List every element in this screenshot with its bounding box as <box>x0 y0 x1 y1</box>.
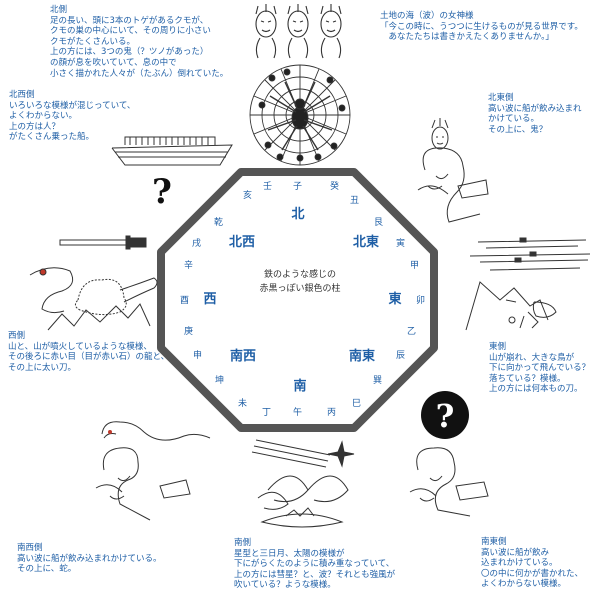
stem-hai: 亥 <box>243 189 252 201</box>
stem-bing: 丙 <box>327 407 336 418</box>
center-caption-line-2: 赤黒っぽい銀色の柱 <box>259 282 340 294</box>
stem-yi: 乙 <box>407 326 416 337</box>
note-north-heading: 北側 <box>50 5 68 15</box>
dir-west: 西 <box>203 292 216 307</box>
note-southwest: 南西側 高い波に船が飲み込まれかけている。 その上に、蛇。 <box>17 543 162 575</box>
note-southeast-line: 込まれかけている。 <box>481 558 558 569</box>
note-east-line: 落ちている？模様。 <box>489 373 566 384</box>
stem-wei: 未 <box>238 397 247 409</box>
wave-snake-sketch <box>95 421 211 521</box>
question-mark-northwest: ? <box>152 172 172 212</box>
stem-kun: 坤 <box>215 374 224 386</box>
stem-mao: 卯 <box>416 295 425 306</box>
stem-ding: 丁 <box>262 408 271 418</box>
note-northeast-line: 高い波に船が飲み込まれ <box>488 103 582 114</box>
note-northwest-line: いろいろな模様が混じっていて、 <box>9 100 136 111</box>
stem-wu: 午 <box>293 406 302 418</box>
dir-north: 北 <box>291 207 304 222</box>
note-northwest-line: がたくさん乗った船。 <box>9 132 95 143</box>
stem-xu: 戌 <box>192 237 201 249</box>
note-goddess-line: あなたたちは書きかえたくありませんか。」 <box>380 32 554 43</box>
wave-southeast-sketch <box>409 447 489 517</box>
note-west-heading: 西側 <box>8 331 26 341</box>
stem-shen: 申 <box>193 349 202 361</box>
dir-east: 東 <box>388 291 401 307</box>
stem-jia: 甲 <box>410 260 419 271</box>
stem-yin: 寅 <box>396 237 405 249</box>
note-goddess: 土地の海（波）の女神様 「今この時に、うつつに生けるものが見る世界です。 あなた… <box>380 11 583 43</box>
stem-zi: 子 <box>293 181 302 192</box>
stem-chen: 辰 <box>396 350 405 361</box>
dir-southeast: 南東 <box>349 348 375 364</box>
swords-bird-sketch <box>465 237 591 331</box>
stem-you: 酉 <box>180 295 189 306</box>
note-southeast-line: 高い波に船が飲み <box>481 547 550 558</box>
note-north-line: クモの巣の中心にいて、その周りに小さい <box>50 26 211 37</box>
note-south-line: 吹いている？ような模様。 <box>234 580 336 591</box>
note-north-line: クモがたくさんいる。 <box>50 36 136 47</box>
note-northwest-line: よくわからない。 <box>9 111 78 122</box>
dir-southwest: 南西 <box>230 348 256 364</box>
dir-south: 南 <box>293 378 306 394</box>
note-west-line: その上に太い刀。 <box>8 362 77 373</box>
stem-xin: 辛 <box>184 259 193 271</box>
note-south-line: 星型と三日月、太陽の模様が <box>234 548 345 559</box>
sword-sketch <box>59 235 147 250</box>
note-north-line: 上の方には、3つの鬼（？ツノがあった） <box>50 47 209 58</box>
note-southwest-line: その上に、蛇。 <box>17 564 77 575</box>
note-southwest-line: 高い波に船が飲み込まれかけている。 <box>17 553 162 564</box>
question-circle-southeast <box>421 391 469 439</box>
note-east: 東側 山が崩れ、大きな鳥が 下に向かって飛んでいる？ 落ちている？模様。 上の方… <box>489 342 590 395</box>
stem-geng: 庚 <box>184 325 193 337</box>
stem-ren: 壬 <box>263 181 272 192</box>
note-north-line: 足の長い、頭に3本のトゲがあるクモが、 <box>50 15 209 26</box>
stem-gui: 癸 <box>330 180 339 192</box>
note-southeast-heading: 南東側 <box>481 537 507 547</box>
note-northwest-heading: 北西側 <box>9 90 35 100</box>
center-caption-line-1: 鉄のような感じの <box>264 268 336 280</box>
wave-oni-northeast-sketch <box>417 118 489 223</box>
spider-web-sketch <box>249 64 351 166</box>
note-north-line: の顔が息を吹いていて、息の中で <box>50 57 177 68</box>
note-south-heading: 南側 <box>234 538 252 548</box>
note-south: 南側 星型と三日月、太陽の模様が 下にがらくたのように積み重なっていて、 上の方… <box>234 538 395 591</box>
dir-northwest: 北西 <box>229 235 255 250</box>
note-goddess-line: 「今この時に、うつつに生けるものが見る世界です。 <box>380 21 583 32</box>
note-east-line: 山が崩れ、大きな鳥が <box>489 352 575 363</box>
stem-qian: 乾 <box>214 216 223 228</box>
note-east-line: 上の方には何本もの刀。 <box>489 384 583 395</box>
note-northwest: 北西側 いろいろな模様が混じっていて、 よくわからない。 上の方は人？ がたくさ… <box>9 90 135 143</box>
stem-xun: 巽 <box>373 375 382 386</box>
dir-northeast: 北東 <box>353 234 379 250</box>
comet-wind-sketch <box>251 439 355 528</box>
oni-faces-sketch <box>255 4 342 59</box>
stem-si: 巳 <box>352 398 361 409</box>
note-northeast-line: その上に、鬼？ <box>488 124 548 135</box>
note-northeast-line: かけている。 <box>488 114 540 125</box>
stem-chou: 丑 <box>350 195 359 206</box>
stem-gen: 艮 <box>374 217 383 228</box>
note-southeast-line: よくわからない模様。 <box>481 579 567 590</box>
note-southwest-heading: 南西側 <box>17 543 43 553</box>
note-west: 西側 山と、山が噴火しているような模様、 その後ろに赤い目（目が赤い石）の龍と、… <box>8 331 169 373</box>
note-north-line: 小さく描かれた人々が（たぶん）倒れていた。 <box>50 68 229 79</box>
dragon-volcano-sketch <box>29 267 158 331</box>
note-west-line: 山と、山が噴火しているような模様、 <box>8 341 152 352</box>
ship-sketch <box>111 136 233 166</box>
note-northeast-heading: 北東側 <box>488 93 514 103</box>
note-northwest-line: 上の方は人？ <box>9 121 61 132</box>
question-mark-southeast: ? <box>436 397 455 435</box>
note-south-line: 上の方には彗星？と、波？それとも強風が <box>234 569 396 580</box>
note-southeast-line: 〇の中に何かが書かれた、 <box>481 568 584 579</box>
note-southeast: 南東側 高い波に船が飲み 込まれかけている。 〇の中に何かが書かれた、 よくわか… <box>481 537 583 590</box>
note-north: 北側 足の長い、頭に3本のトゲがあるクモが、 クモの巣の中心にいて、その周りに小… <box>50 5 228 79</box>
note-west-line: その後ろに赤い目（目が赤い石）の龍と、 <box>8 352 170 363</box>
octagon-pillar <box>157 168 438 432</box>
note-south-line: 下にがらくたのように積み重なっていて、 <box>234 559 395 570</box>
note-northeast: 北東側 高い波に船が飲み込まれ かけている。 その上に、鬼？ <box>488 93 582 135</box>
note-east-heading: 東側 <box>489 342 507 352</box>
note-east-line: 下に向かって飛んでいる？ <box>489 363 591 374</box>
note-goddess-heading: 土地の海（波）の女神様 <box>380 11 474 21</box>
